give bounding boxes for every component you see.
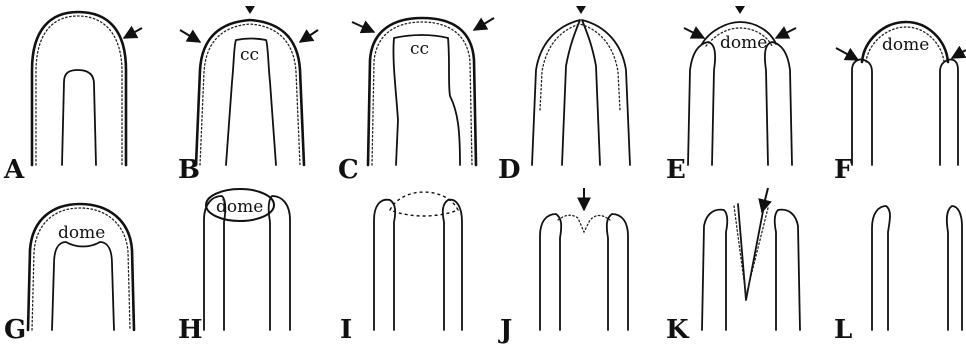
panel-j-notch	[558, 215, 610, 232]
panel-g-dome	[52, 242, 114, 330]
panel-h-letter: H	[178, 315, 203, 345]
panel-b: cc B	[178, 6, 318, 185]
panel-a: A	[3, 12, 142, 185]
panel-k-left-wall	[702, 210, 727, 330]
panel-j: J	[498, 188, 628, 345]
panel-e-letter: E	[666, 155, 686, 185]
panel-a-dotted-layer	[36, 16, 122, 165]
panel-f-arrow-left	[836, 48, 858, 60]
panel-k-arrow	[762, 188, 768, 212]
panel-l: L	[834, 206, 962, 345]
panel-k-slit	[738, 204, 764, 300]
panel-b-letter: B	[178, 155, 200, 185]
panel-f-left-wall	[852, 59, 872, 165]
panel-k-right-wall	[775, 210, 800, 330]
panel-i-right-wall	[443, 200, 462, 330]
panel-i-left-wall	[374, 200, 395, 330]
panel-b-arrow-left	[180, 30, 200, 42]
panel-b-arrow-right	[300, 30, 318, 42]
panel-b-arrowhead-top	[245, 6, 255, 14]
panel-e-left-wall	[688, 42, 715, 165]
panel-k-letter: K	[666, 315, 690, 345]
panel-i: I	[340, 192, 462, 345]
panel-l-letter: L	[834, 315, 852, 345]
panel-e-right-wall	[765, 42, 792, 165]
panel-c-arrow-right	[474, 18, 494, 30]
panel-e-arrowhead-top	[735, 6, 745, 14]
panel-a-letter: A	[3, 155, 25, 185]
panel-a-outer-wall	[32, 12, 126, 165]
panel-e-arrow-right	[776, 28, 796, 38]
panel-g-letter: G	[4, 315, 26, 345]
panel-j-letter: J	[498, 315, 512, 345]
panel-f-arrow-right	[952, 50, 966, 58]
panel-e-arrow-left	[684, 28, 704, 38]
panel-j-left-wall	[540, 214, 561, 330]
panel-i-dome-dotted	[390, 192, 458, 216]
panel-b-outer-wall	[196, 20, 304, 165]
panel-e-label: dome	[720, 33, 767, 53]
panel-d-right-wall	[582, 20, 630, 165]
panel-d-arrowhead-top	[576, 6, 586, 14]
panel-l-left-wall	[872, 206, 890, 330]
panel-f-label: dome	[882, 35, 929, 55]
panel-f: dome F	[834, 22, 966, 185]
panel-a-arrow	[124, 28, 142, 38]
panel-g: dome G	[4, 204, 134, 345]
panel-c: cc C	[338, 18, 494, 185]
panel-f-right-wall	[940, 59, 958, 165]
panel-h-label: dome	[216, 197, 263, 217]
panel-c-label: cc	[410, 39, 429, 59]
panel-h-right-wall	[269, 196, 290, 330]
panel-k: K	[666, 188, 800, 345]
panel-i-letter: I	[340, 315, 352, 345]
panel-j-right-wall	[607, 214, 628, 330]
panel-h: dome H	[178, 189, 290, 345]
panel-b-label: cc	[240, 45, 259, 65]
panel-c-letter: C	[338, 155, 359, 185]
panel-f-letter: F	[834, 155, 853, 185]
panel-g-label: dome	[58, 223, 105, 243]
panel-l-right-wall	[947, 206, 962, 330]
panel-d-letter: D	[498, 155, 521, 185]
panel-d: D	[498, 6, 630, 185]
panel-e: dome E	[666, 6, 796, 185]
panel-c-arrow-left	[352, 22, 374, 32]
panel-a-inner-cavity	[62, 70, 96, 165]
panel-d-left-wall	[532, 20, 580, 165]
